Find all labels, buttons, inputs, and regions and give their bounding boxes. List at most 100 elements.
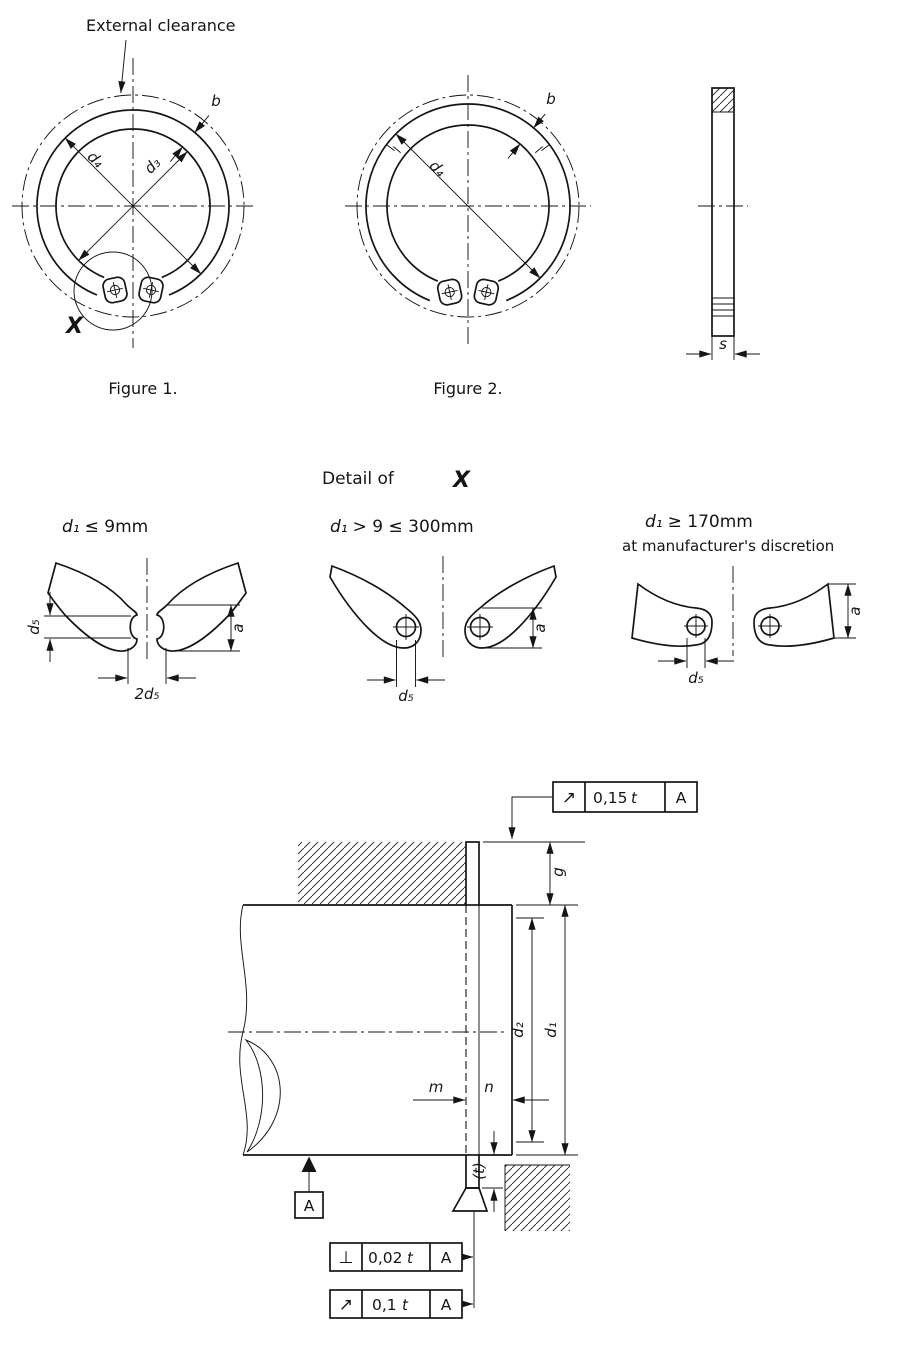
variant3-condition-rest: ≥ 170mm <box>668 512 753 532</box>
ring-cross-section-top <box>465 841 480 906</box>
detail-variant-3: d₁≥ 170mm at manufacturer's discretion d… <box>622 512 864 687</box>
ring-side-outline <box>711 87 735 337</box>
dim-label-a: a <box>531 623 549 632</box>
frame-leader <box>508 796 553 840</box>
dim-label-d5: d₅ <box>398 687 414 705</box>
dim-label-2d5: 2d₅ <box>134 685 159 703</box>
lug-end-right <box>464 564 557 649</box>
ring-inner-arc <box>386 124 550 282</box>
frame-value: 0,15 <box>593 789 628 807</box>
dim-arrow-b-outer <box>533 113 546 129</box>
detail-section: Detail of X d₁≤ 9mm d₅ 2d₅ a d₁> 9 ≤ 300… <box>25 468 864 705</box>
housing-hatch-top <box>298 842 466 905</box>
detail-x-marker: X <box>64 314 84 339</box>
lug-hole-crosshair <box>441 284 458 301</box>
datum-letter: A <box>304 1197 315 1215</box>
dim-label-d5: d₅ <box>688 669 704 687</box>
extension-lines-d5 <box>44 615 131 639</box>
ring-outer-arc <box>365 103 571 302</box>
frame-dividers <box>361 1290 431 1318</box>
dim-arrow-b-inner <box>169 146 183 162</box>
variant1-condition: d₁≤ 9mm <box>62 517 148 537</box>
variant1-condition-var: d₁ <box>62 517 80 537</box>
broken-section <box>244 1038 281 1153</box>
external-clearance-label: External clearance <box>86 16 236 35</box>
dim-label-b: b <box>211 92 221 110</box>
datum-box <box>294 1191 324 1219</box>
retaining-lug-left <box>102 276 128 304</box>
extension-lines-d5 <box>396 640 416 687</box>
frame-value: 0,02 <box>368 1249 403 1267</box>
variant2-condition-rest: > 9 ≤ 300mm <box>353 517 474 537</box>
figure1-drawing: d₄ d₃ b External clearance X Figure 1. <box>12 16 254 398</box>
retaining-lug-right <box>473 278 500 306</box>
dim-label-d1: d₁ <box>542 1022 560 1038</box>
lug-end-left <box>47 561 138 652</box>
dim-label-m: m <box>429 1078 444 1096</box>
variant3-note: at manufacturer's discretion <box>622 537 834 555</box>
dim-ticks-b <box>176 127 202 153</box>
hole-crosshair-right <box>758 614 782 638</box>
datum-triangle <box>301 1156 317 1172</box>
variant3-condition-var: d₁ <box>645 512 663 532</box>
variant2-condition: d₁> 9 ≤ 300mm <box>330 517 474 537</box>
ring-inner-arc <box>55 128 211 279</box>
extension-lines-d5 <box>686 638 706 668</box>
lug-end-left <box>631 582 713 647</box>
detail-variant-1: d₁≤ 9mm d₅ 2d₅ a <box>25 517 247 703</box>
assembly-drawing: g d₂ d₁ m n (t) A ↗ 0,15 t <box>228 781 698 1319</box>
ring-side-detail-lines <box>712 111 734 317</box>
housing-hatch-bottom <box>505 1165 570 1231</box>
circular-runout-icon: ↗ <box>562 788 576 808</box>
retaining-lug-right <box>138 276 164 304</box>
frame-suffix: t <box>407 1249 414 1267</box>
dim-label-b: b <box>546 90 556 108</box>
dim-label-s: s <box>719 335 727 353</box>
frame-box <box>552 781 698 813</box>
frame-datum: A <box>441 1249 452 1267</box>
dim-label-a: a <box>846 606 864 615</box>
variant1-condition-rest: ≤ 9mm <box>85 517 149 537</box>
datum-flag: A <box>294 1156 324 1219</box>
tolerance-frame-2: ↗ 0,1 t A <box>329 1289 474 1319</box>
section-hatch <box>712 88 734 112</box>
external-clearance-leader <box>118 39 127 94</box>
dim-ticks-b <box>513 122 541 150</box>
frame-datum: A <box>441 1296 452 1314</box>
dim-label-t: (t) <box>470 1162 488 1180</box>
frame-suffix: t <box>631 789 638 807</box>
frame-box <box>329 1242 463 1272</box>
extension-lines-s <box>711 336 735 360</box>
frame-dividers <box>361 1243 431 1271</box>
dim-arrow-b-inner <box>507 143 521 159</box>
dim-label-n: n <box>484 1078 494 1096</box>
detail-x-circle <box>73 251 153 331</box>
tolerance-frame-0: ↗ 0,15 t A <box>508 781 698 840</box>
extension-lines-2d5 <box>127 648 167 684</box>
hole-crosshair-right <box>467 614 493 640</box>
side-view-drawing: s <box>686 87 760 360</box>
detail-section-marker: X <box>451 468 471 493</box>
figure1-caption: Figure 1. <box>108 379 177 398</box>
dim-arrow-b-outer <box>194 115 210 133</box>
tolerance-frame-1: ⊥ 0,02 t A <box>329 1242 474 1272</box>
circular-runout-icon: ↗ <box>339 1295 353 1315</box>
variant2-condition-var: d₁ <box>330 517 348 537</box>
lug-hole-crosshair <box>107 282 123 298</box>
figure2-drawing: d₄ b Figure 2. <box>345 75 591 398</box>
detail-variant-2: d₁> 9 ≤ 300mm d₅ a <box>329 517 557 705</box>
ring-outer-arc <box>36 109 230 296</box>
dim-label-a: a <box>229 623 247 632</box>
dimension-line-d3 <box>78 151 188 261</box>
frame-datum: A <box>676 789 687 807</box>
variant3-condition: d₁≥ 170mm <box>645 512 753 532</box>
retaining-lug-left <box>436 278 463 306</box>
detail-section-title: Detail of <box>322 469 395 489</box>
frame-dividers <box>584 782 666 812</box>
dim-label-d5: d₅ <box>25 619 43 635</box>
dimension-line-d4 <box>395 133 541 279</box>
dim-label-g: g <box>549 867 567 877</box>
frame-value: 0,1 <box>372 1296 397 1314</box>
